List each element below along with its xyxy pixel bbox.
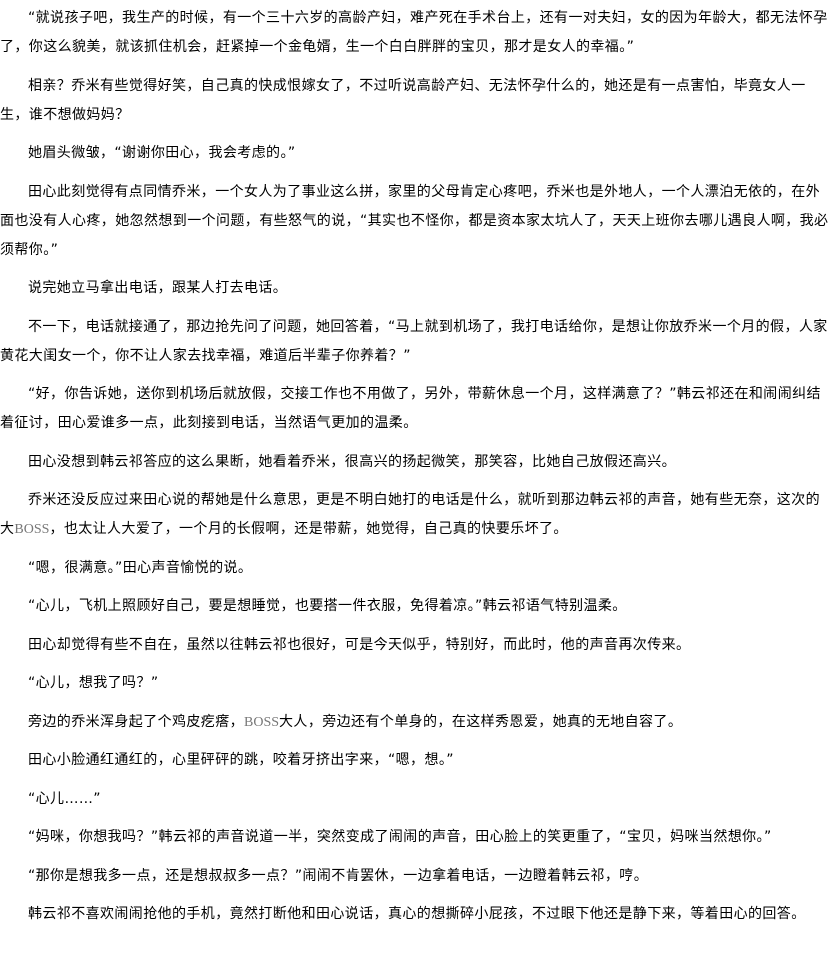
paragraph: 田心此刻觉得有点同情乔米，一个女人为了事业这么拼，家里的父母肯定心疼吧，乔米也是…: [0, 183, 829, 258]
paragraph: “心儿，飞机上照顾好自己，要是想睡觉，也要搭一件衣服，免得着凉。”韩云祁语气特别…: [28, 598, 627, 614]
novel-text: “就说孩子吧，我生产的时候，有一个三十六岁的高龄产妇，难产死在手术台上，还有一对…: [0, 10, 830, 922]
paragraph: “心儿，想我了吗？”: [28, 675, 159, 691]
paragraph: “就说孩子吧，我生产的时候，有一个三十六岁的高龄产妇，难产死在手术台上，还有一对…: [0, 10, 828, 55]
paragraph-text: 乔米还没反应过来田心说的帮她是什么意思，更是不明白她打的电话是什么，就听到那边韩…: [0, 492, 820, 537]
paragraph: “嗯，很满意。”田心声音愉悦的说。: [28, 559, 253, 576]
paragraph: 相亲？乔米有些觉得好笑，自己真的快成恨嫁女了，不过听说高龄产妇、无法怀孕什么的，…: [0, 77, 806, 123]
paragraph-text: 大人，旁边还有个单身的，在这样秀恩爱，她真的无地自容了。: [279, 713, 683, 730]
paragraph-text: ，也太让人大爱了，一个月的长假啊，还是带薪，她觉得，自己真的快要乐坏了。: [49, 521, 568, 537]
paragraph: “那你是想我多一点，还是想叔叔多一点？”闹闹不肯罢休，一边拿着电话，一边瞪着韩云…: [28, 867, 649, 884]
paragraph: 旁边的乔米浑身起了个鸡皮疙瘩，BOSS大人，旁边还有个单身的，在这样秀恩爱，她真…: [0, 708, 830, 737]
paragraph: “好，你告诉她，送你到机场后就放假，交接工作也不用做了，另外，带薪休息一个月，这…: [0, 386, 821, 431]
paragraph: 说完她立马拿出电话，跟某人打去电话。: [28, 280, 288, 296]
paragraph: 田心没想到韩云祁答应的这么果断，她看着乔米，很高兴的扬起微笑，那笑容，比她自己放…: [28, 453, 676, 470]
paragraph: 她眉头微皱，“谢谢你田心，我会考虑的。”: [28, 145, 296, 161]
paragraph: 韩云祁不喜欢闹闹抢他的手机，竟然打断他和田心说话，真心的想撕碎小屁孩，不过眼下他…: [28, 906, 806, 922]
paragraph: 田心却觉得有些不自在，虽然以往韩云祁也很好，可是今天似乎，特别好，而此时，他的声…: [28, 636, 691, 653]
paragraph: 乔米还没反应过来田心说的帮她是什么意思，更是不明白她打的电话是什么，就听到那边韩…: [0, 486, 830, 544]
paragraph-text: 旁边的乔米浑身起了个鸡皮疙瘩，: [28, 713, 244, 730]
boss-word: BOSS: [14, 522, 50, 537]
paragraph: “妈咪，你想我吗？”韩云祁的声音说道一半，突然变成了闹闹的声音，田心脸上的笑更重…: [28, 829, 772, 845]
paragraph: 田心小脸通红通红的，心里砰砰的跳，咬着牙挤出字来，“嗯，想。”: [28, 752, 454, 768]
boss-word: BOSS: [244, 714, 280, 730]
paragraph: “心儿……”: [28, 790, 101, 807]
paragraph: 不一下，电话就接通了，那边抢先问了问题，她回答着，“马上就到机场了，我打电话给你…: [0, 318, 828, 364]
